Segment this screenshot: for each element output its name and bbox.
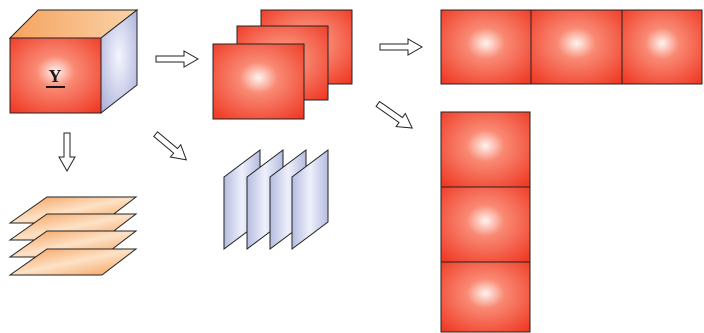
lateral-slices — [223, 149, 329, 250]
unfolded-block — [621, 9, 703, 85]
row-unfolding — [440, 9, 703, 85]
unfolded-block — [440, 111, 531, 188]
horizontal-slice — [8, 248, 138, 276]
arrow-down-to-horizontal-slices — [58, 132, 76, 173]
cube-front-face — [9, 37, 102, 114]
column-unfolding — [440, 111, 531, 333]
arrow-right-to-frontal-slices — [155, 50, 200, 68]
arrow-diagonal-to-lateral-slices — [153, 131, 188, 161]
unfolded-block — [440, 9, 532, 85]
tensor-cube: Y — [8, 8, 139, 115]
frontal-slices — [212, 9, 353, 120]
unfolded-block — [440, 186, 531, 263]
arrow-right-to-row-unfolding — [379, 38, 424, 56]
tensor-label: Y — [49, 66, 62, 86]
unfolded-block — [530, 9, 623, 85]
arrow-diagonal-to-column-unfolding — [375, 100, 414, 129]
frontal-slice — [212, 43, 305, 120]
lateral-slice — [291, 149, 329, 250]
horizontal-slices — [8, 196, 138, 276]
unfolded-block — [440, 261, 531, 333]
